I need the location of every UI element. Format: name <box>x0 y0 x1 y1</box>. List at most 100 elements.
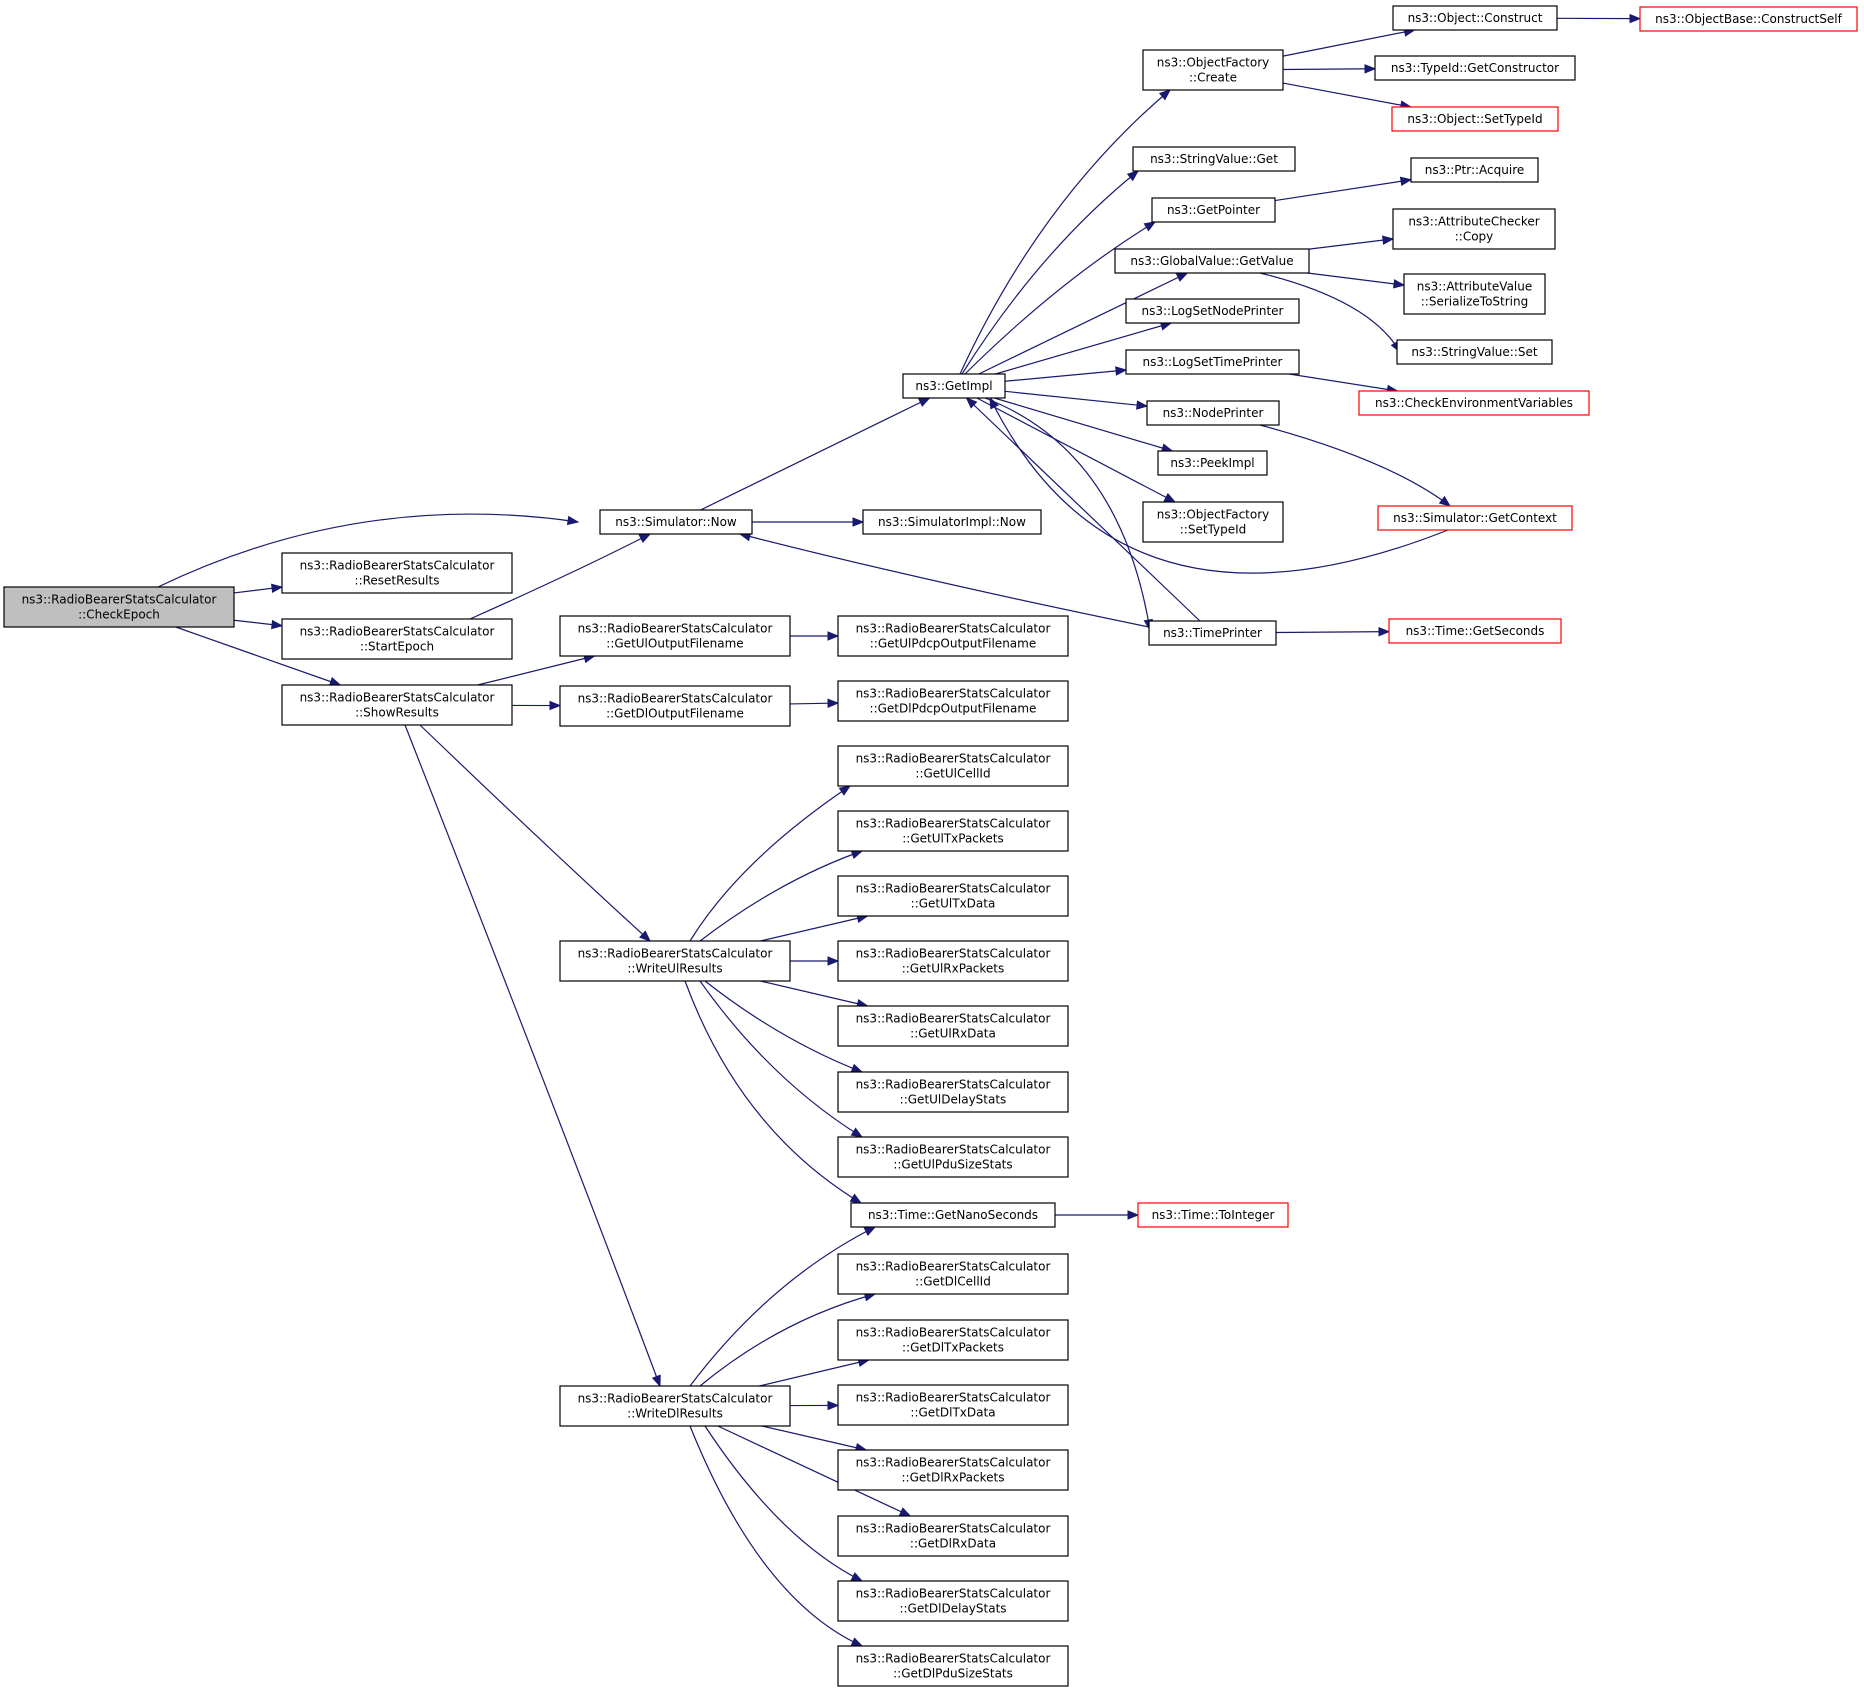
function-node-getpointer[interactable]: ns3::GetPointer <box>1151 197 1276 223</box>
function-node-writedl[interactable]: ns3::RadioBearerStatsCalculator::WriteDl… <box>559 1385 791 1427</box>
function-node-getdltxdata[interactable]: ns3::RadioBearerStatsCalculator::GetDlTx… <box>837 1384 1069 1426</box>
function-node-getdlrxpackets[interactable]: ns3::RadioBearerStatsCalculator::GetDlRx… <box>837 1449 1069 1491</box>
function-node-label: ns3::TypeId::GetConstructor <box>1391 61 1559 75</box>
function-node-logsettime[interactable]: ns3::LogSetTimePrinter <box>1125 349 1300 375</box>
function-node-label: ::CheckEpoch <box>78 608 160 622</box>
function-node-label: ::GetDlPduSizeStats <box>893 1667 1013 1681</box>
function-node-label: ns3::RadioBearerStatsCalculator <box>856 1587 1051 1601</box>
function-node-label: ::GetUlCellId <box>915 767 990 781</box>
function-node-peekimpl[interactable]: ns3::PeekImpl <box>1157 450 1268 476</box>
function-node-getultxdata[interactable]: ns3::RadioBearerStatsCalculator::GetUlTx… <box>837 875 1069 917</box>
function-node-getcontext[interactable]: ns3::Simulator::GetContext <box>1377 505 1573 531</box>
function-node-box <box>837 680 1069 722</box>
function-node-gvgetvalue[interactable]: ns3::GlobalValue::GetValue <box>1114 248 1310 274</box>
function-node-label: ::GetUlTxPackets <box>902 832 1004 846</box>
function-node-box <box>1388 618 1562 644</box>
call-edge-writeul-to-getulpdu <box>699 980 864 1138</box>
function-node-box <box>1639 6 1858 32</box>
call-edge-ofcreate-to-typeidgetctor <box>1282 64 1377 74</box>
function-node-getulpdcp[interactable]: ns3::RadioBearerStatsCalculator::GetUlPd… <box>837 615 1069 657</box>
function-node-label: ns3::RadioBearerStatsCalculator <box>578 1392 773 1406</box>
function-node-getdlpdcp[interactable]: ns3::RadioBearerStatsCalculator::GetDlPd… <box>837 680 1069 722</box>
function-node-box <box>1114 248 1310 274</box>
function-node-objsettypeid[interactable]: ns3::Object::SetTypeId <box>1391 106 1559 132</box>
function-node-label: ::GetDlRxPackets <box>902 1471 1005 1485</box>
function-node-getdltxpackets[interactable]: ns3::RadioBearerStatsCalculator::GetDlTx… <box>837 1319 1069 1361</box>
function-node-obconstructself[interactable]: ns3::ObjectBase::ConstructSelf <box>1639 6 1858 32</box>
function-node-box <box>837 1071 1069 1113</box>
function-node-logsetnode[interactable]: ns3::LogSetNodePrinter <box>1125 298 1300 324</box>
function-node-checkenv[interactable]: ns3::CheckEnvironmentVariables <box>1358 390 1590 416</box>
function-node-accopy[interactable]: ns3::AttributeChecker::Copy <box>1392 208 1556 250</box>
function-node-getultxpackets[interactable]: ns3::RadioBearerStatsCalculator::GetUlTx… <box>837 810 1069 852</box>
call-edge-checkepoch-to-resetresults <box>233 583 284 594</box>
function-node-label: ns3::LogSetTimePrinter <box>1142 355 1282 369</box>
call-edge-gvgetvalue-to-accopy <box>1308 235 1395 250</box>
function-node-box <box>1148 620 1277 646</box>
function-node-typeidgetctor[interactable]: ns3::TypeId::GetConstructor <box>1374 55 1576 81</box>
function-node-label: ns3::GlobalValue::GetValue <box>1130 254 1293 268</box>
function-node-box <box>599 509 753 535</box>
function-node-showresults[interactable]: ns3::RadioBearerStatsCalculator::ShowRes… <box>281 684 513 726</box>
function-node-box <box>1410 157 1539 183</box>
function-node-getnanos[interactable]: ns3::Time::GetNanoSeconds <box>850 1202 1056 1228</box>
function-node-getseconds[interactable]: ns3::Time::GetSeconds <box>1388 618 1562 644</box>
function-node-resetresults[interactable]: ns3::RadioBearerStatsCalculator::ResetRe… <box>281 552 513 594</box>
function-node-getdlpdu[interactable]: ns3::RadioBearerStatsCalculator::GetDlPd… <box>837 1645 1069 1687</box>
function-node-getdlof[interactable]: ns3::RadioBearerStatsCalculator::GetDlOu… <box>559 685 791 727</box>
function-node-box <box>1142 49 1284 91</box>
call-nodes: ns3::RadioBearerStatsCalculator::CheckEp… <box>3 5 1858 1687</box>
function-node-box <box>3 586 235 628</box>
function-node-stringset[interactable]: ns3::StringValue::Set <box>1396 339 1553 365</box>
function-node-getdlrxdata[interactable]: ns3::RadioBearerStatsCalculator::GetDlRx… <box>837 1515 1069 1557</box>
function-node-nodeprinter[interactable]: ns3::NodePrinter <box>1146 400 1280 426</box>
function-node-getdldelay[interactable]: ns3::RadioBearerStatsCalculator::GetDlDe… <box>837 1580 1069 1622</box>
function-node-getulrxpackets[interactable]: ns3::RadioBearerStatsCalculator::GetUlRx… <box>837 940 1069 982</box>
call-edge-ofcreate-to-objconstruct <box>1282 27 1416 57</box>
function-node-timeprinter[interactable]: ns3::TimePrinter <box>1148 620 1277 646</box>
call-edge-getnanos-to-toint <box>1055 1210 1140 1220</box>
function-node-label: ::GetUlDelayStats <box>900 1093 1007 1107</box>
function-node-label: ns3::RadioBearerStatsCalculator <box>22 593 217 607</box>
function-node-box <box>281 552 513 594</box>
function-node-label: ::GetDlDelayStats <box>899 1602 1006 1616</box>
function-node-label: ns3::RadioBearerStatsCalculator <box>300 691 495 705</box>
function-node-box <box>837 875 1069 917</box>
function-node-label: ::GetDlPdcpOutputFilename <box>870 702 1037 716</box>
function-node-getulpdu[interactable]: ns3::RadioBearerStatsCalculator::GetUlPd… <box>837 1136 1069 1178</box>
function-node-label: ns3::RadioBearerStatsCalculator <box>578 692 773 706</box>
function-node-objconstruct[interactable]: ns3::Object::Construct <box>1392 5 1558 31</box>
function-node-label: ns3::TimePrinter <box>1163 626 1262 640</box>
function-node-avserialize[interactable]: ns3::AttributeValue::SerializeToString <box>1403 273 1546 315</box>
call-edge-timeprinter-to-getseconds <box>1275 626 1391 637</box>
call-edge-getulof-to-getulpdcp <box>790 631 840 641</box>
function-node-getimpl[interactable]: ns3::GetImpl <box>902 373 1006 399</box>
function-node-toint[interactable]: ns3::Time::ToInteger <box>1137 1202 1289 1228</box>
function-node-ptracquire[interactable]: ns3::Ptr::Acquire <box>1410 157 1539 183</box>
function-node-getuldelay[interactable]: ns3::RadioBearerStatsCalculator::GetUlDe… <box>837 1071 1069 1113</box>
function-node-box <box>902 373 1006 399</box>
function-node-label: ns3::RadioBearerStatsCalculator <box>856 1260 1051 1274</box>
call-edge-checkepoch-to-simnow <box>157 513 580 588</box>
function-node-simimplnow[interactable]: ns3::SimulatorImpl::Now <box>862 509 1042 535</box>
function-node-ofcreate[interactable]: ns3::ObjectFactory::Create <box>1142 49 1284 91</box>
function-node-getdlcellid[interactable]: ns3::RadioBearerStatsCalculator::GetDlCe… <box>837 1253 1069 1295</box>
function-node-box <box>837 745 1069 787</box>
function-node-label: ns3::RadioBearerStatsCalculator <box>856 1391 1051 1405</box>
function-node-label: ns3::Ptr::Acquire <box>1425 163 1525 177</box>
function-node-getulof[interactable]: ns3::RadioBearerStatsCalculator::GetUlOu… <box>559 615 791 657</box>
function-node-getulcellid[interactable]: ns3::RadioBearerStatsCalculator::GetUlCe… <box>837 745 1069 787</box>
function-node-label: ns3::PeekImpl <box>1170 456 1254 470</box>
function-node-ofsettypeid[interactable]: ns3::ObjectFactory::SetTypeId <box>1142 501 1284 543</box>
function-node-getulrxdata[interactable]: ns3::RadioBearerStatsCalculator::GetUlRx… <box>837 1005 1069 1047</box>
function-node-box <box>281 618 513 660</box>
call-edge-showresults-to-writeul <box>419 724 651 942</box>
function-node-label: ns3::SimulatorImpl::Now <box>878 515 1026 529</box>
function-node-label: ns3::ObjectFactory <box>1157 508 1270 522</box>
function-node-writeul[interactable]: ns3::RadioBearerStatsCalculator::WriteUl… <box>559 940 791 982</box>
function-node-simnow[interactable]: ns3::Simulator::Now <box>599 509 753 535</box>
function-node-stringget[interactable]: ns3::StringValue::Get <box>1132 146 1296 172</box>
function-node-startepoch[interactable]: ns3::RadioBearerStatsCalculator::StartEp… <box>281 618 513 660</box>
function-node-checkepoch[interactable]: ns3::RadioBearerStatsCalculator::CheckEp… <box>3 586 235 628</box>
function-node-box <box>850 1202 1056 1228</box>
